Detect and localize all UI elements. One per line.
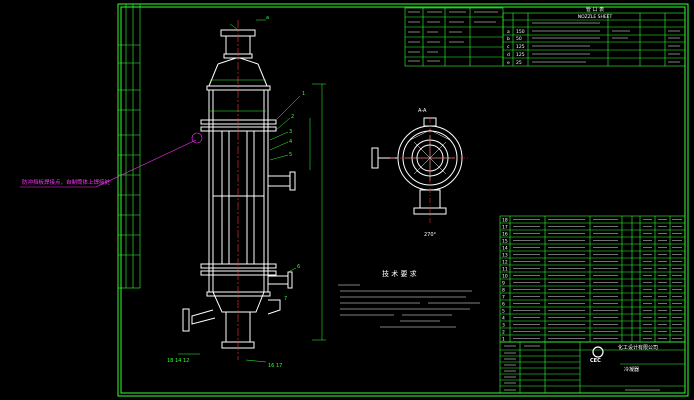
parts-item-no: 2 [502,329,505,335]
label-nozzle-a: a [266,15,269,21]
drawing-frame [117,3,689,397]
parts-item-no: 10 [502,273,508,279]
label-part-5: 5 [289,152,292,158]
parts-item-no: 18 [502,217,508,223]
callout-text: 防冲挡板焊接点，自制筒体上焊接处 [22,178,111,186]
nozzle-dn: 125 [516,52,525,58]
nozzle-id: d [507,52,510,58]
label-part-3: 3 [289,129,292,135]
callout-leader [20,132,203,188]
label-part-4: 4 [289,139,292,145]
nozzle-id: a [507,30,510,35]
parts-item-no: 9 [502,280,505,286]
nozzle-dn: 50 [516,36,522,42]
nozzle-table-title: 管 口 表 [586,6,604,13]
nozzle-id: b [507,36,510,42]
nozzle-id: c [507,45,510,50]
section-center-lines [390,118,470,225]
section-angle: 270° [424,232,437,238]
nozzle-dn: 125 [516,44,525,50]
drawing-name: 冷凝器 [624,366,639,373]
vessel-elevation [182,29,296,349]
nozzle-table: 管 口 表 NOZZLE SHEET a b c d e 150 50 125 … [502,6,686,67]
title-block-marks [504,345,660,391]
cec-logo-text: CEC [590,358,601,364]
label-part-6: 6 [297,264,300,270]
design-data-marks [408,11,498,62]
label-part-1: 1 [302,91,305,97]
parts-item-no: 8 [502,287,505,293]
parts-item-no: 17 [502,224,508,230]
label-part-7: 7 [284,296,287,302]
tech-req-text [338,284,480,328]
revision-strip [117,3,141,289]
parts-item-no: 5 [502,308,505,314]
section-view [371,117,463,215]
label-bottom-left: 18 14 12 [167,358,189,364]
parts-item-no: 11 [502,266,508,272]
parts-item-no: 3 [502,322,505,328]
label-part-2: 2 [291,114,294,120]
nozzle-dn: 25 [516,60,522,66]
nozzle-id: e [507,61,510,66]
title-block [499,341,686,394]
section-label: A-A [418,108,427,114]
cec-logo: CEC [590,346,604,364]
company-name: 化工设计有限公司 [618,344,658,351]
parts-item-no: 14 [502,245,508,251]
design-data-table [404,7,504,67]
parts-item-no: 12 [502,259,508,265]
label-bottom-right: 16 17 [268,363,282,369]
parts-item-no: 6 [502,301,505,307]
parts-item-no: 13 [502,252,508,258]
tech-req-title: 技 术 要 求 [382,269,417,278]
parts-item-no: 1 [502,336,505,342]
parts-item-no: 4 [502,315,505,321]
nozzle-dn: 150 [516,29,525,35]
parts-item-no: 16 [502,231,508,237]
parts-item-no: 15 [502,238,508,244]
parts-item-no: 7 [502,294,505,300]
nozzle-table-subtitle: NOZZLE SHEET [578,14,613,20]
dimension-lines [178,19,326,363]
